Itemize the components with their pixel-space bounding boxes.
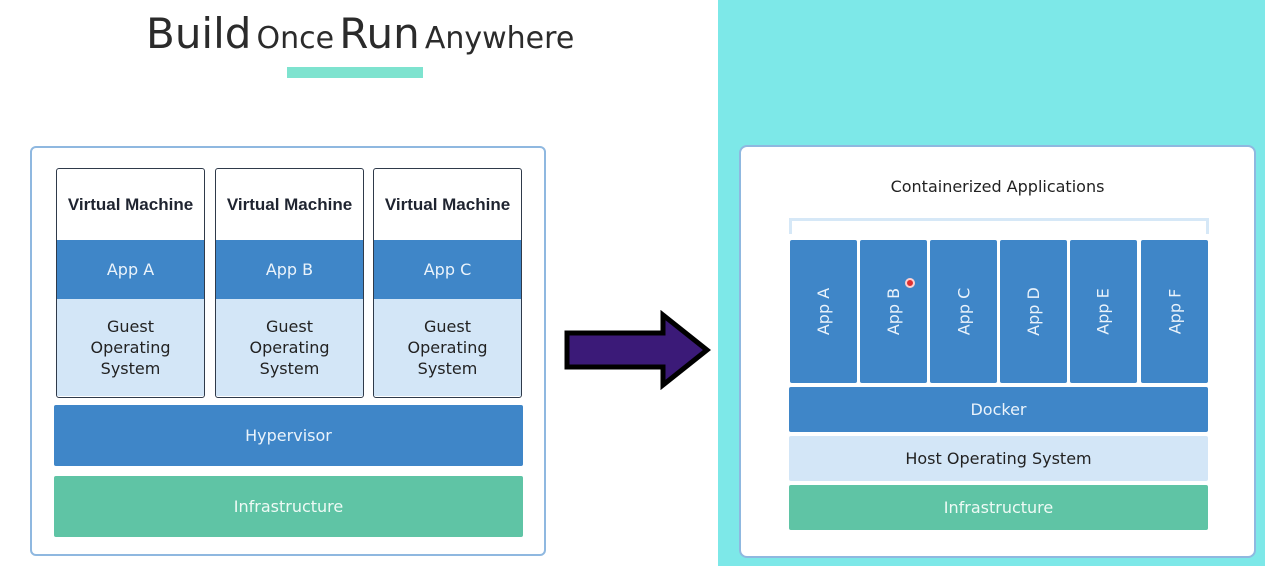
vm-app-label: App C [374,240,521,299]
hypervisor-layer: Hypervisor [54,405,523,466]
container-app-label: App F [1164,288,1184,335]
host-os-layer: Host Operating System [789,436,1208,481]
title-word-once: Once [256,21,335,56]
virtual-machine-b: Virtual Machine App B Guest Operating Sy… [215,168,364,398]
container-app-label: App D [1023,287,1043,336]
title-underline [287,67,423,78]
container-app-b: App B [860,240,927,383]
vm-header: Virtual Machine [384,194,511,214]
title-word-anywhere: Anywhere [424,21,575,56]
virtual-machine-a: Virtual Machine App A Guest Operating Sy… [56,168,205,398]
container-app-c: App C [930,240,997,383]
containerized-apps-title: Containerized Applications [890,177,1105,196]
docker-layer: Docker [789,387,1208,432]
container-app-e: App E [1070,240,1137,383]
apps-bracket [789,218,1209,234]
container-app-a: App A [790,240,857,383]
container-architecture-panel: Containerized Applications App A App B A… [739,145,1256,558]
right-arrow-icon [564,310,711,390]
container-app-label: App A [813,287,833,336]
container-app-label: App C [953,287,973,336]
vm-app-label: App A [57,240,204,299]
guest-os-label: Guest Operating System [216,299,363,396]
pointer-cursor-icon [905,278,915,288]
title-word-build: Build [146,9,252,58]
container-app-label: App E [1093,288,1113,335]
container-app-f: App F [1141,240,1208,383]
vm-header: Virtual Machine [226,194,353,214]
virtual-machine-c: Virtual Machine App C Guest Operating Sy… [373,168,522,398]
infrastructure-layer-right: Infrastructure [789,485,1208,530]
container-app-d: App D [1000,240,1067,383]
vm-app-label: App B [216,240,363,299]
container-app-label: App B [883,287,903,336]
guest-os-label: Guest Operating System [57,299,204,396]
page-title: Build Once Run Anywhere [146,6,574,71]
vm-architecture-panel: Virtual Machine App A Guest Operating Sy… [30,146,546,556]
guest-os-label: Guest Operating System [374,299,521,396]
vm-header: Virtual Machine [67,194,194,214]
title-word-run: Run [339,9,420,58]
infrastructure-layer-left: Infrastructure [54,476,523,537]
